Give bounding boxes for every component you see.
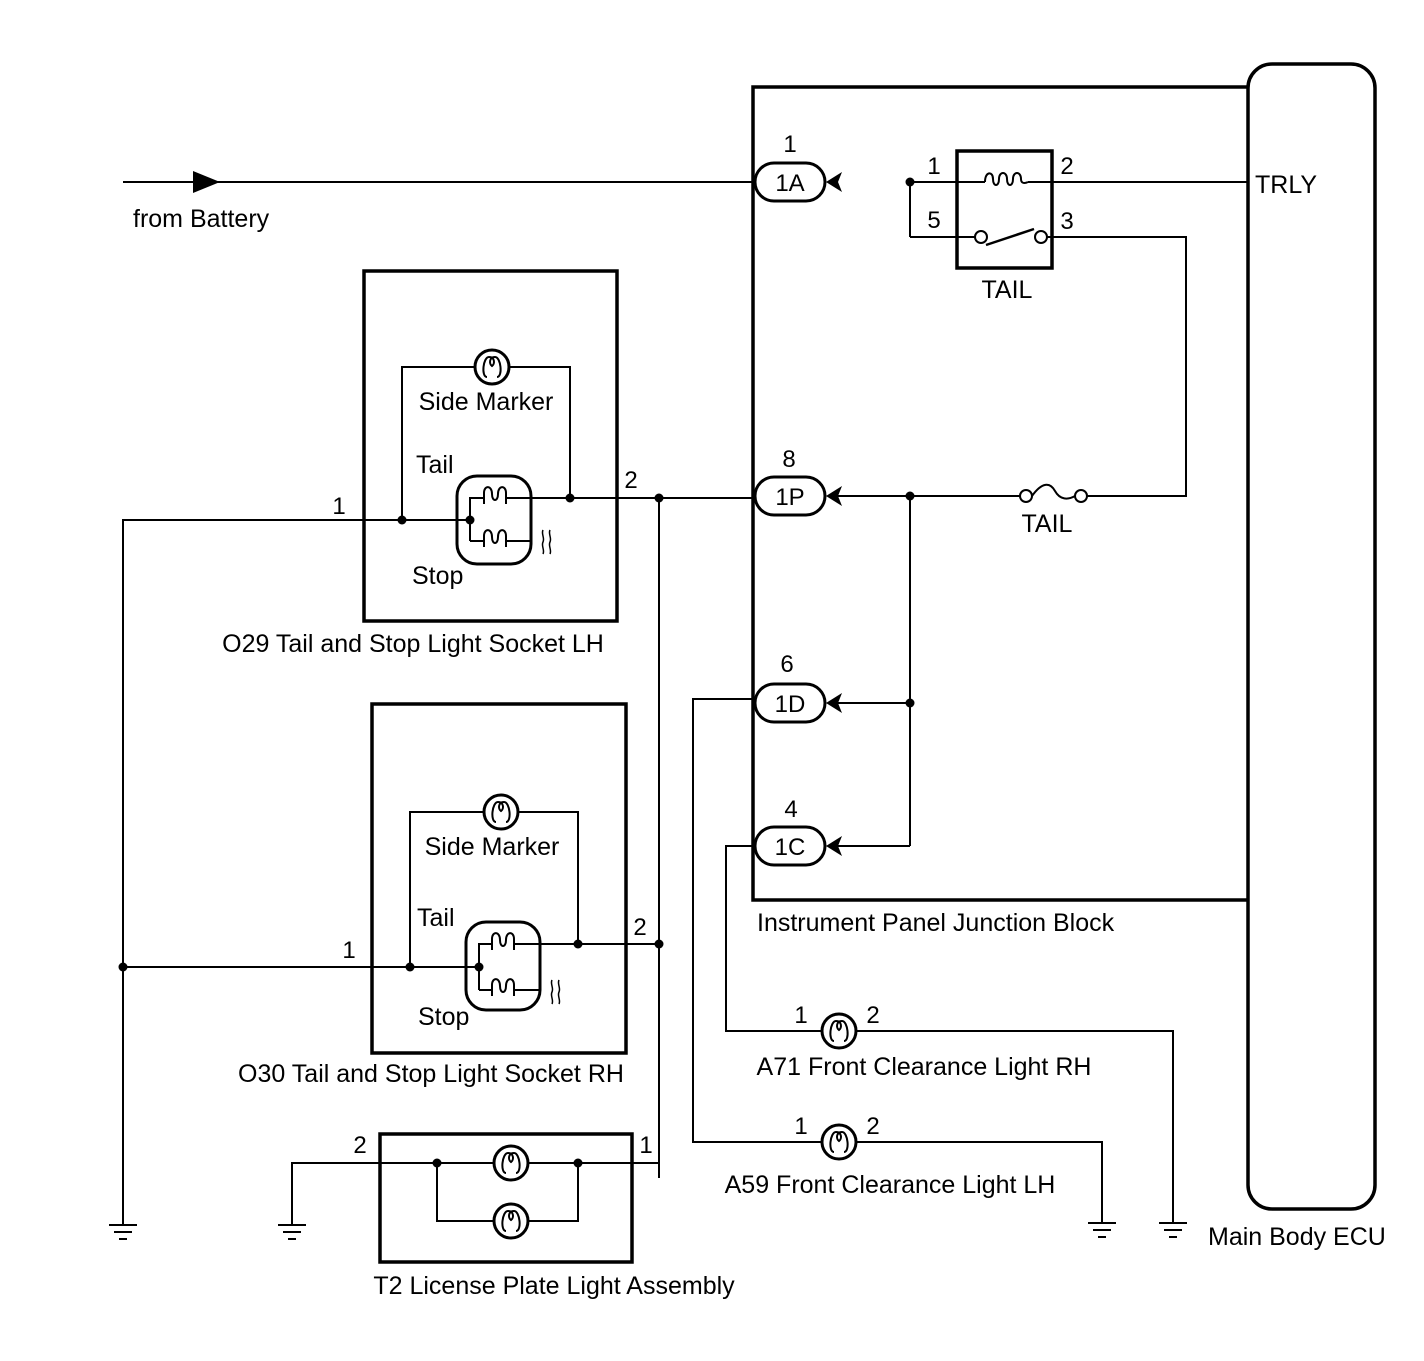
connector-1c-pin: 4 bbox=[784, 796, 797, 823]
side-marker-bulb-icon bbox=[482, 793, 520, 831]
ground-icon bbox=[277, 1212, 307, 1240]
flow-arrow-icon bbox=[193, 171, 220, 193]
ground-icon bbox=[108, 1212, 138, 1240]
o29-side-marker-label: Side Marker bbox=[419, 388, 554, 416]
from-battery-label: from Battery bbox=[133, 205, 270, 233]
battery-feed-wire bbox=[123, 171, 755, 193]
a71-pin-2: 2 bbox=[866, 1002, 879, 1029]
svg-text:1C: 1C bbox=[775, 834, 806, 861]
ecu-label: Main Body ECU bbox=[1208, 1223, 1386, 1251]
ground-icon bbox=[1158, 1210, 1188, 1238]
t2-license-plate-light-assembly bbox=[277, 1132, 634, 1264]
a59-label: A59 Front Clearance Light LH bbox=[725, 1171, 1056, 1199]
relay-coil-icon bbox=[984, 172, 1029, 186]
relay-pin-2: 2 bbox=[1060, 153, 1073, 180]
svg-text:1A: 1A bbox=[775, 170, 804, 197]
o29-tail-label: Tail bbox=[416, 451, 454, 479]
o29-tail-stop-socket-lh bbox=[362, 269, 619, 623]
main-body-ecu bbox=[1246, 62, 1377, 1211]
o30-tail-label: Tail bbox=[417, 904, 455, 932]
heat-marker-icon bbox=[550, 979, 561, 1005]
a71-front-clearance-light-rh bbox=[725, 845, 1188, 1238]
ground-icon bbox=[1087, 1210, 1117, 1238]
rear-light-feed-wire bbox=[570, 493, 755, 1178]
o30-pin-1: 1 bbox=[342, 937, 355, 964]
fuse-icon bbox=[1031, 483, 1076, 500]
side-marker-bulb-icon bbox=[473, 348, 511, 386]
rear-ground-wire bbox=[108, 519, 410, 1240]
connector-1a: 1A bbox=[753, 161, 842, 203]
o30-side-marker-label: Side Marker bbox=[425, 833, 560, 861]
o30-tail-stop-socket-rh bbox=[370, 702, 628, 1055]
junction-block-label: Instrument Panel Junction Block bbox=[757, 909, 1115, 937]
junction-block-bus bbox=[831, 177, 915, 847]
a71-label: A71 Front Clearance Light RH bbox=[757, 1053, 1092, 1081]
o29-label: O29 Tail and Stop Light Socket LH bbox=[222, 630, 604, 658]
clearance-bulb-icon bbox=[820, 1012, 858, 1050]
o30-stop-label: Stop bbox=[418, 1003, 469, 1031]
o29-stop-label: Stop bbox=[412, 562, 463, 590]
connector-1c: 1C bbox=[753, 825, 842, 867]
tail-relay-label: TAIL bbox=[982, 276, 1033, 304]
heat-marker-icon bbox=[541, 529, 552, 555]
clearance-bulb-icon bbox=[820, 1123, 858, 1161]
a71-pin-1: 1 bbox=[794, 1002, 807, 1029]
connector-1d-pin: 6 bbox=[780, 651, 793, 678]
tail-relay bbox=[909, 149, 1248, 497]
tail-fuse bbox=[831, 483, 1088, 503]
license-bulb-icon bbox=[492, 1144, 530, 1182]
t2-pin-1: 1 bbox=[639, 1132, 652, 1159]
license-bulb-icon bbox=[492, 1202, 530, 1240]
a59-front-clearance-light-lh bbox=[692, 698, 1117, 1238]
t2-label: T2 License Plate Light Assembly bbox=[373, 1272, 735, 1300]
relay-switch-contact-icon bbox=[985, 227, 1035, 247]
connector-1p-pin: 8 bbox=[782, 446, 795, 473]
svg-text:1D: 1D bbox=[775, 691, 806, 718]
relay-pin-1: 1 bbox=[927, 153, 940, 180]
relay-pin-3: 3 bbox=[1060, 208, 1073, 235]
o29-pin-1: 1 bbox=[332, 493, 345, 520]
instrument-panel-junction-block bbox=[751, 85, 1248, 902]
t2-pin-2: 2 bbox=[353, 1132, 366, 1159]
tail-fuse-label: TAIL bbox=[1022, 510, 1073, 538]
o30-pin-2: 2 bbox=[633, 914, 646, 941]
a59-pin-2: 2 bbox=[866, 1113, 879, 1140]
connector-1d: 1D bbox=[753, 682, 842, 724]
a59-pin-1: 1 bbox=[794, 1113, 807, 1140]
trly-label: TRLY bbox=[1255, 171, 1317, 199]
o29-pin-2: 2 bbox=[624, 467, 637, 494]
relay-pin-5: 5 bbox=[927, 207, 940, 234]
connector-1p: 1P bbox=[753, 475, 842, 517]
connector-1a-pin: 1 bbox=[783, 131, 796, 158]
svg-text:1P: 1P bbox=[775, 484, 804, 511]
o30-label: O30 Tail and Stop Light Socket RH bbox=[238, 1060, 624, 1088]
